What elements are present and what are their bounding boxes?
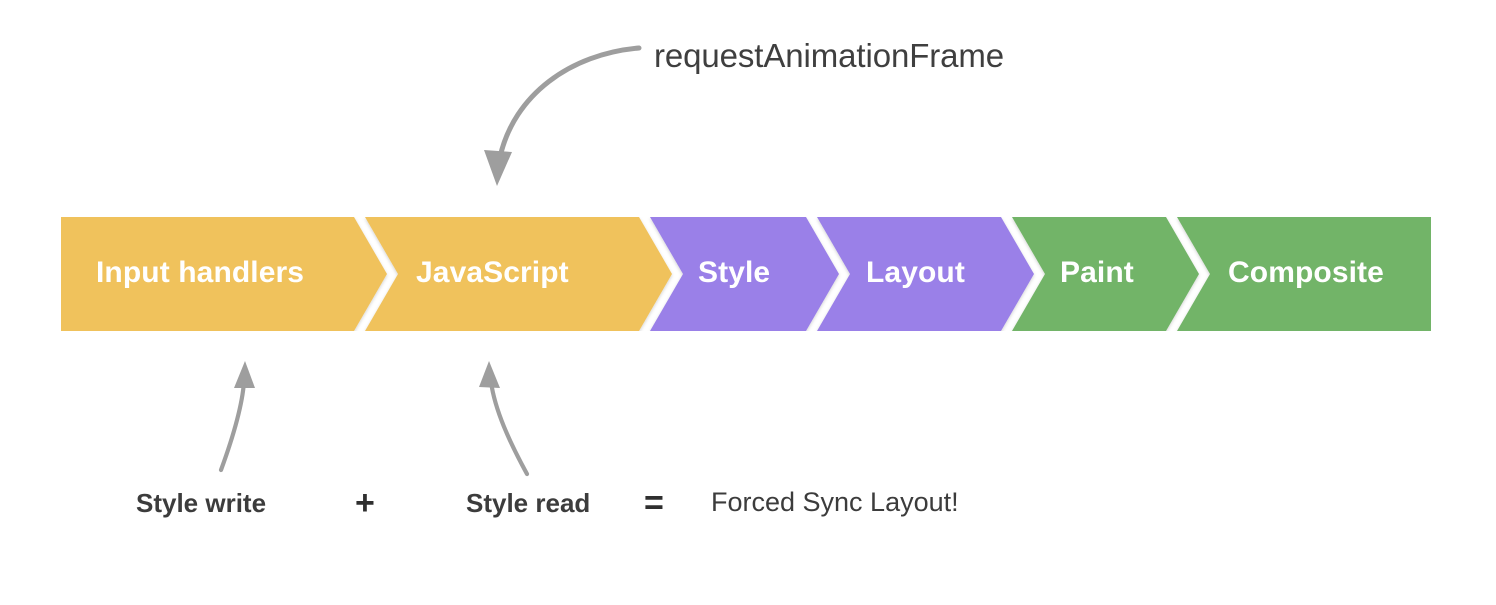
- annotation-style-write: Style write: [136, 488, 267, 518]
- stage-shape-input-handlers: [61, 217, 387, 331]
- stage-shape-paint: [1012, 217, 1199, 331]
- annotation-style-read: Style read: [466, 488, 591, 518]
- stage-shape-layout: [817, 217, 1034, 331]
- stage-label-composite: Composite: [1228, 256, 1384, 289]
- stage-label-paint: Paint: [1060, 256, 1134, 289]
- stage-shape-javascript: [365, 217, 672, 331]
- stage-label-javascript: JavaScript: [416, 256, 569, 289]
- stage-shape-style: [650, 217, 839, 331]
- annotation-forced-sync-layout: Forced Sync Layout!: [711, 487, 959, 517]
- arrow-style-write: [218, 361, 255, 473]
- annotation-equals-operator: =: [644, 484, 664, 522]
- stage-shape-composite: [1177, 217, 1431, 331]
- stage-label-style: Style: [698, 256, 771, 289]
- request-animation-frame-label: requestAnimationFrame: [654, 37, 1005, 74]
- arrow-style-read: [479, 361, 530, 477]
- arrow-request-animation-frame: [484, 45, 642, 186]
- rendering-pipeline-bar: [61, 217, 1431, 331]
- annotation-plus-operator: +: [355, 484, 375, 522]
- stage-label-input-handlers: Input handlers: [96, 256, 305, 289]
- stage-label-layout: Layout: [866, 256, 965, 289]
